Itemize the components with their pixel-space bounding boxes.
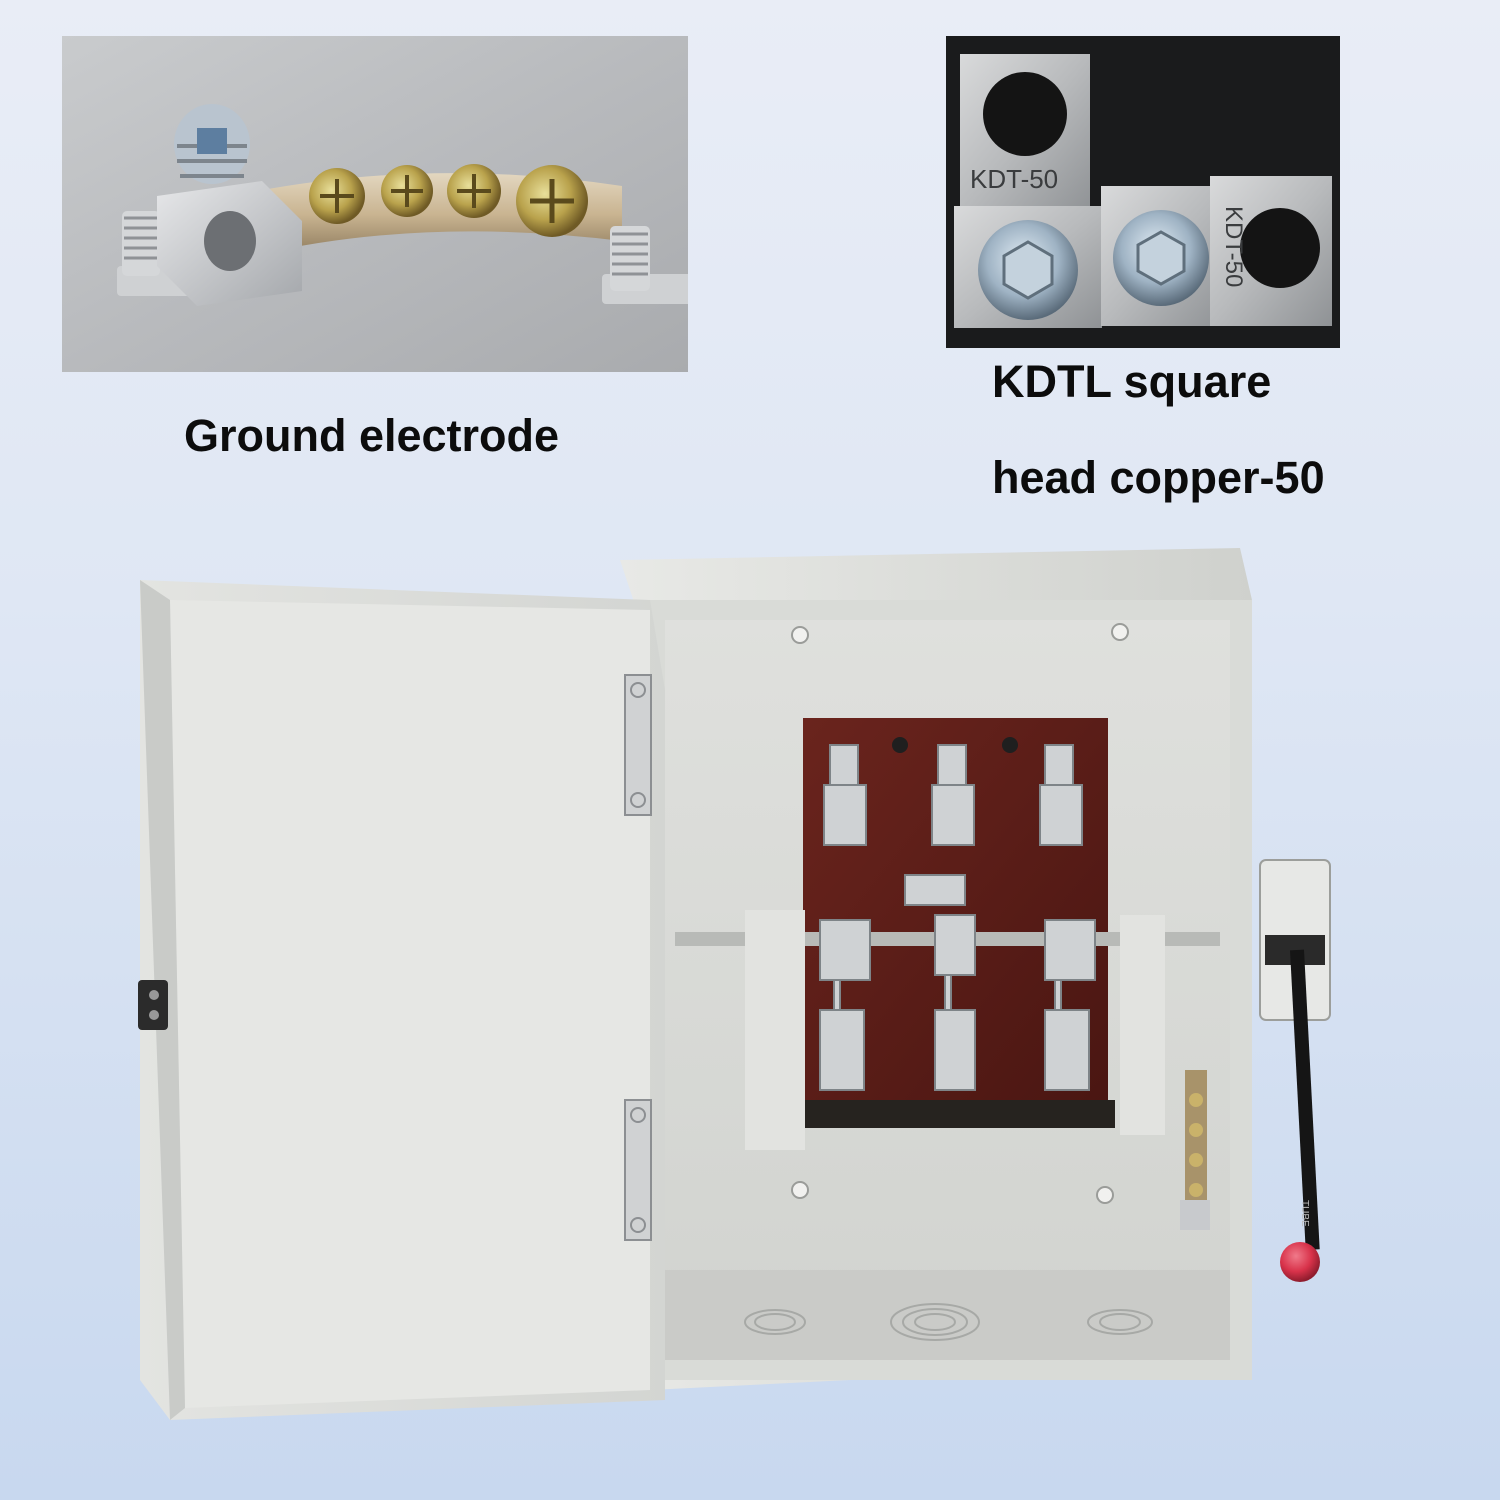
kdt-lug-photo: KDT-50 KDT-50 bbox=[946, 36, 1340, 348]
mounting-holes bbox=[791, 623, 1129, 1204]
lug-marking-left: KDT-50 bbox=[970, 164, 1058, 194]
handle-knob bbox=[1280, 1242, 1320, 1282]
aluminium-lug bbox=[157, 104, 302, 306]
terminal-screws bbox=[309, 164, 588, 237]
kdt-lug-caption-line1: KDTL square bbox=[992, 356, 1272, 407]
ground-electrode-caption: Ground electrode bbox=[184, 410, 560, 461]
knockout-holes bbox=[744, 1303, 1153, 1341]
kdt-lug-caption-line2: head copper-50 bbox=[992, 452, 1325, 503]
door-hinge-top bbox=[624, 674, 652, 816]
kdt-lug-right: KDT-50 bbox=[1101, 176, 1332, 326]
switch-pole-1 bbox=[819, 744, 871, 1091]
kdt-lug-left: KDT-50 bbox=[954, 54, 1102, 328]
mounting-foot-right bbox=[602, 226, 688, 304]
switch-base-board bbox=[675, 718, 1220, 1150]
ground-electrode-illustration bbox=[62, 36, 688, 372]
door-hinge-bottom bbox=[624, 1099, 652, 1241]
enclosure-door bbox=[138, 580, 665, 1420]
door-latch bbox=[138, 980, 168, 1030]
operating-handle: TUBE bbox=[1259, 859, 1331, 1282]
ground-electrode-photo bbox=[62, 36, 688, 372]
lug-marking-right: KDT-50 bbox=[1220, 206, 1247, 287]
switch-pole-2 bbox=[904, 744, 976, 1091]
disconnect-switch-enclosure: TUBE bbox=[138, 548, 1331, 1420]
switch-pole-3 bbox=[1039, 744, 1096, 1091]
enclosure-photo: TUBE bbox=[130, 540, 1370, 1440]
handle-marking: TUBE bbox=[1299, 1200, 1310, 1227]
ground-bar-installed bbox=[1180, 1070, 1210, 1230]
kdt-lug-illustration: KDT-50 KDT-50 bbox=[946, 36, 1340, 348]
